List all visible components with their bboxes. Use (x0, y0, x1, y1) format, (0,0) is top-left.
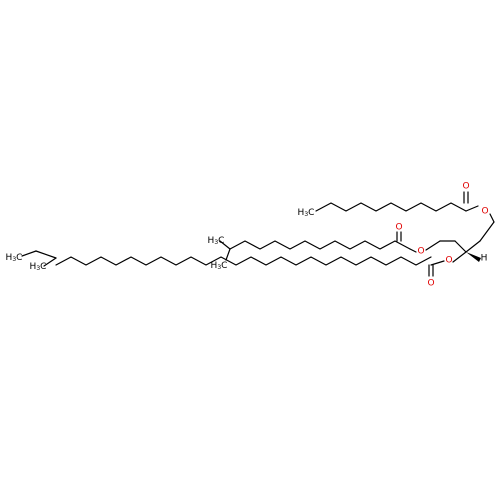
backbone-center-to-right (465, 240, 481, 253)
middle-carbonyl-o: O (395, 223, 402, 233)
decanoyl-ester-bond (465, 205, 479, 212)
decanoyl-ester-o: O (481, 207, 488, 217)
backbone-center-to-o (452, 251, 467, 263)
long-ester-bond (430, 260, 445, 266)
decanoyl-ester-o-ch2 (489, 213, 495, 223)
long-ethyl-ch3-label: H3C (6, 253, 23, 263)
middle-ester-o: O (417, 247, 424, 257)
middle-ester-bond (409, 248, 417, 253)
stereo-hydrogen: H (481, 254, 488, 264)
backbone-right-to-ch2 (479, 221, 495, 242)
glycerol-backbone (439, 221, 495, 263)
long-carbon-chain (55, 256, 432, 266)
decanoyl-methyl-label: H3C (298, 208, 315, 218)
decanoyl-chain (315, 191, 495, 223)
long-ethyl-bond (35, 250, 57, 259)
middle-branch-methyl-down (225, 248, 231, 261)
long-ethyl-ch3 (21, 250, 37, 257)
stereo-wedge (466, 252, 481, 262)
middle-methyl-bottom-label: H3C (211, 261, 228, 271)
long-carbonyl-o: O (427, 279, 434, 289)
long-ester-o: O (445, 256, 452, 266)
middle-chain (219, 231, 441, 253)
middle-branch-methyl (219, 240, 231, 250)
decanoyl-carbonyl-o: O (462, 182, 469, 192)
middle-carbon-chain (229, 240, 411, 250)
backbone-left-to-center (454, 240, 467, 253)
middle-methyl-top-label: H3C (208, 236, 225, 246)
long-chain (21, 250, 445, 277)
long-branch-methyl (43, 257, 57, 267)
middle-o-ch2 (425, 240, 441, 251)
long-methyl-branch-label: H3C (30, 262, 47, 272)
decanoyl-carbon-chain (315, 202, 467, 212)
